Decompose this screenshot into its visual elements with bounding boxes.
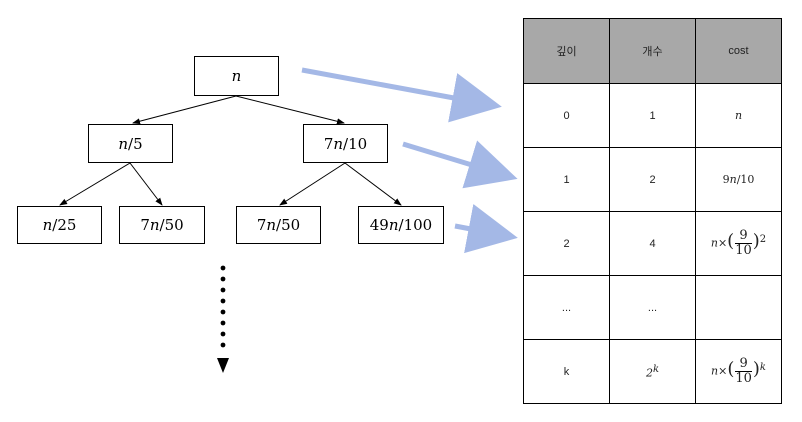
node-den: 50 <box>281 216 301 234</box>
node-den: 25 <box>57 216 77 234</box>
table-row: 0 1 n <box>523 83 782 148</box>
node-coef: 49 <box>369 216 389 234</box>
node-var: n <box>42 216 53 234</box>
close-paren: ) <box>752 230 760 252</box>
denominator: 10 <box>735 371 752 386</box>
exponent: k <box>759 361 766 373</box>
slash: / <box>398 216 404 234</box>
cell-count: 1 <box>609 83 696 148</box>
cell-cost: 9n/10 <box>695 147 782 212</box>
tree-node-n-over-25: n/25 <box>17 206 102 244</box>
table-header-row: 깊이 개수 cost <box>523 18 782 84</box>
tree-node-root: n <box>194 56 279 96</box>
open-paren: ( <box>727 230 735 252</box>
cell-count: 2 <box>609 147 696 212</box>
cell-count: 2k <box>609 339 696 404</box>
node-coef: 7 <box>256 216 267 234</box>
count-exponent: k <box>652 363 660 375</box>
slash: / <box>343 134 349 153</box>
node-den: 5 <box>133 134 143 153</box>
node-var: n <box>149 216 160 234</box>
slash: / <box>159 216 165 234</box>
times-sign: × <box>717 236 728 250</box>
node-coef: 7 <box>323 134 334 153</box>
edge-root-right <box>235 95 345 125</box>
cost-den: 10 <box>740 173 755 186</box>
cost-var: n <box>710 236 718 250</box>
cell-depth: 1 <box>523 147 610 212</box>
blue-arrow-level0 <box>301 67 502 123</box>
cell-depth: 2 <box>523 211 610 276</box>
header-count: 개수 <box>609 18 696 84</box>
cell-count: 4 <box>609 211 696 276</box>
node-den: 100 <box>403 216 433 234</box>
open-paren: ( <box>727 358 735 380</box>
node-den: 50 <box>164 216 184 234</box>
exponent: 2 <box>759 233 767 245</box>
node-var: n <box>231 67 242 85</box>
denominator: 10 <box>735 243 752 258</box>
numerator: 9 <box>735 357 752 372</box>
cell-depth: 0 <box>523 83 610 148</box>
cell-depth: k <box>523 339 610 404</box>
node-den: 10 <box>348 134 368 153</box>
cell-cost: n <box>695 83 782 148</box>
header-depth: 깊이 <box>523 18 610 84</box>
numerator: 9 <box>735 229 752 244</box>
continuation-dots <box>217 265 229 373</box>
blue-arrow-level1 <box>402 140 518 189</box>
header-cost: cost <box>695 18 782 84</box>
cost-var: n <box>734 109 743 122</box>
node-coef: 7 <box>140 216 150 234</box>
edge-l1-b <box>129 162 163 206</box>
node-var: n <box>118 134 129 153</box>
cost-var: n <box>729 173 737 186</box>
cell-depth: ... <box>523 275 610 340</box>
node-var: n <box>266 216 277 234</box>
edge-l1-a <box>59 162 131 206</box>
cell-count: ... <box>609 275 696 340</box>
times-sign: × <box>718 364 728 378</box>
tree-node-n-over-5: n/5 <box>88 124 173 163</box>
slash: / <box>276 216 282 234</box>
slash: / <box>128 134 134 153</box>
cell-cost <box>695 275 782 340</box>
cost-var: n <box>711 364 719 378</box>
close-paren: ) <box>752 358 760 380</box>
slash: / <box>736 173 741 186</box>
cost-coef: 9 <box>722 173 730 186</box>
blue-arrow-level2 <box>454 204 518 254</box>
node-var: n <box>333 134 344 153</box>
node-var: n <box>388 216 399 234</box>
edge-root-left <box>132 95 237 125</box>
table-row: ... ... <box>523 275 782 340</box>
edge-l1-d <box>344 162 402 206</box>
edge-l1-c <box>279 162 346 206</box>
count-base: 2 <box>645 366 653 380</box>
table-row: 1 2 9n/10 <box>523 147 782 212</box>
slash: / <box>52 216 58 234</box>
